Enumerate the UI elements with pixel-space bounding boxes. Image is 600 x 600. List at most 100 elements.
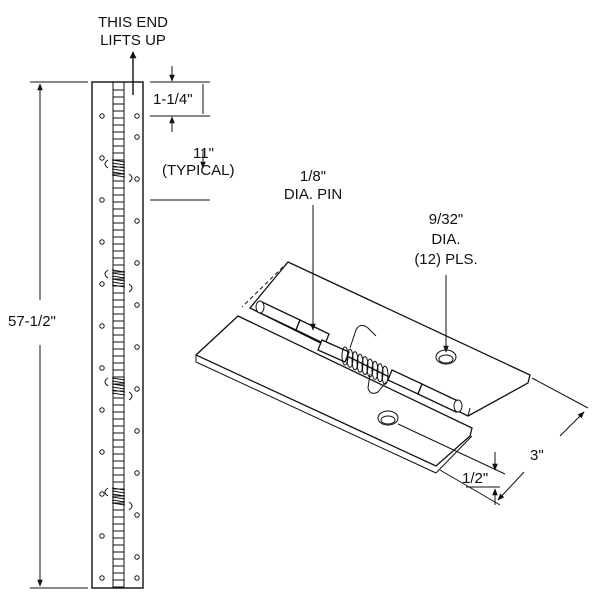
- spring-coil-mark: [111, 392, 126, 396]
- screw-hole: [99, 155, 105, 161]
- dimension-edge: [397, 423, 506, 505]
- dimension-hole-offset: [150, 66, 210, 132]
- dimension-width-label: 3": [530, 447, 544, 464]
- knuckle-segments: [113, 89, 124, 588]
- spring-coil-mark: [111, 281, 126, 285]
- screw-hole: [99, 575, 105, 581]
- spring-coil-mark: [111, 168, 126, 172]
- spring-coil: [356, 353, 364, 373]
- spring-coil-mark: [111, 171, 126, 175]
- screw-hole: [134, 176, 140, 182]
- upper-leaf-edge: [467, 407, 471, 417]
- spring-coil-mark: [111, 275, 126, 279]
- lower-leaf-right-edge: [435, 435, 473, 474]
- spring-hook: [128, 501, 133, 511]
- spring-coil-mark: [111, 162, 126, 166]
- spring-coil-mark: [111, 159, 126, 163]
- torsion-spring: [341, 346, 389, 385]
- spring-coil: [346, 348, 354, 368]
- spring-coil-mark: [111, 490, 126, 494]
- hinge-strip-outline: [91, 81, 144, 589]
- screw-holes-right: [134, 113, 140, 581]
- screw-hole: [134, 512, 140, 518]
- screw-hole: [134, 218, 140, 224]
- upper-leaf-broken-edge: [241, 261, 289, 308]
- lower-leaf-broken-edge: [195, 315, 239, 356]
- dimension-hole-spacing: [150, 150, 210, 201]
- spring-coil-mark: [111, 278, 126, 282]
- spring-hook: [104, 269, 109, 279]
- spring-hook: [128, 283, 133, 293]
- spring-coil-mark: [111, 496, 126, 500]
- spring-hook: [128, 391, 133, 401]
- screw-hole: [99, 113, 105, 119]
- screw-hole: [99, 449, 105, 455]
- spring-hook: [104, 159, 109, 169]
- upper-leaf: [248, 261, 531, 417]
- screw-hole: [134, 470, 140, 476]
- screw-hole: [99, 365, 105, 371]
- hole-label-line1: 9/32": [429, 211, 464, 228]
- screw-hole: [134, 386, 140, 392]
- hinge-isometric-detail: [194, 261, 531, 474]
- screw-hole: [99, 197, 105, 203]
- screw-hole: [134, 113, 140, 119]
- spring-coil-mark: [111, 383, 126, 387]
- screw-hole: [134, 554, 140, 560]
- screw-hole: [134, 134, 140, 140]
- pin-label-line1: 1/8": [300, 168, 326, 185]
- dimension-overall-length-label: 57-1/2": [8, 313, 56, 330]
- spring-coil-mark: [111, 269, 126, 273]
- spring-leg-upper: [349, 324, 377, 349]
- screw-hole: [134, 260, 140, 266]
- spring-hook: [104, 377, 109, 387]
- spring-hook: [128, 173, 133, 183]
- spring-hook: [104, 487, 109, 497]
- spring-leg-lower: [367, 373, 387, 394]
- spring-coil-mark: [111, 487, 126, 491]
- knuckle-barrel-3: [317, 339, 350, 363]
- screw-hole: [99, 239, 105, 245]
- spring-coil: [351, 351, 359, 371]
- hinge-elevation-view: [91, 81, 144, 589]
- lower-leaf-bottom-edge: [195, 361, 437, 474]
- screw-hole: [134, 344, 140, 350]
- spring-coil: [361, 356, 369, 376]
- spring-coil-mark: [111, 174, 126, 178]
- hole-label-line2: DIA.: [431, 231, 460, 248]
- spring-coil: [341, 346, 349, 366]
- screw-hole: [134, 428, 140, 434]
- spring-coil-mark: [111, 284, 126, 288]
- spring-coil-mark: [111, 380, 126, 384]
- spring-coil-mark: [111, 272, 126, 276]
- screw-hole: [134, 575, 140, 581]
- spring-coil-mark: [111, 499, 126, 503]
- dimension-hole-offset-label: 1-1/4": [153, 91, 193, 108]
- knuckle-barrel-2: [295, 319, 330, 345]
- spring-coil-mark: [111, 165, 126, 169]
- pin-label-line2: DIA. PIN: [284, 186, 342, 203]
- screw-hole: [134, 302, 140, 308]
- spring-coil: [381, 365, 389, 385]
- spring-coil-mark: [111, 493, 126, 497]
- spring-coil-mark: [111, 389, 126, 393]
- spring-coil: [371, 360, 379, 380]
- dimension-hole-spacing-label-line2: (TYPICAL): [162, 162, 235, 179]
- spring-coil-mark: [111, 502, 126, 506]
- dimension-edge-label: 1/2": [462, 470, 488, 487]
- hole-label-line3: (12) PLS.: [414, 251, 477, 268]
- spring-coil-mark: [111, 386, 126, 390]
- spring-marks: [104, 159, 133, 511]
- screw-hole: [99, 491, 105, 497]
- screw-holes-left: [99, 113, 105, 581]
- lift-label-line1: THIS END: [98, 14, 168, 31]
- spring-coil-mark: [111, 377, 126, 381]
- screw-hole: [99, 323, 105, 329]
- dimension-overall-length: [4, 81, 88, 589]
- dimension-hole-spacing-label-line1: 11": [193, 145, 214, 162]
- screw-hole: [99, 533, 105, 539]
- spring-coil: [376, 363, 384, 383]
- screw-hole: [99, 281, 105, 287]
- screw-hole: [99, 407, 105, 413]
